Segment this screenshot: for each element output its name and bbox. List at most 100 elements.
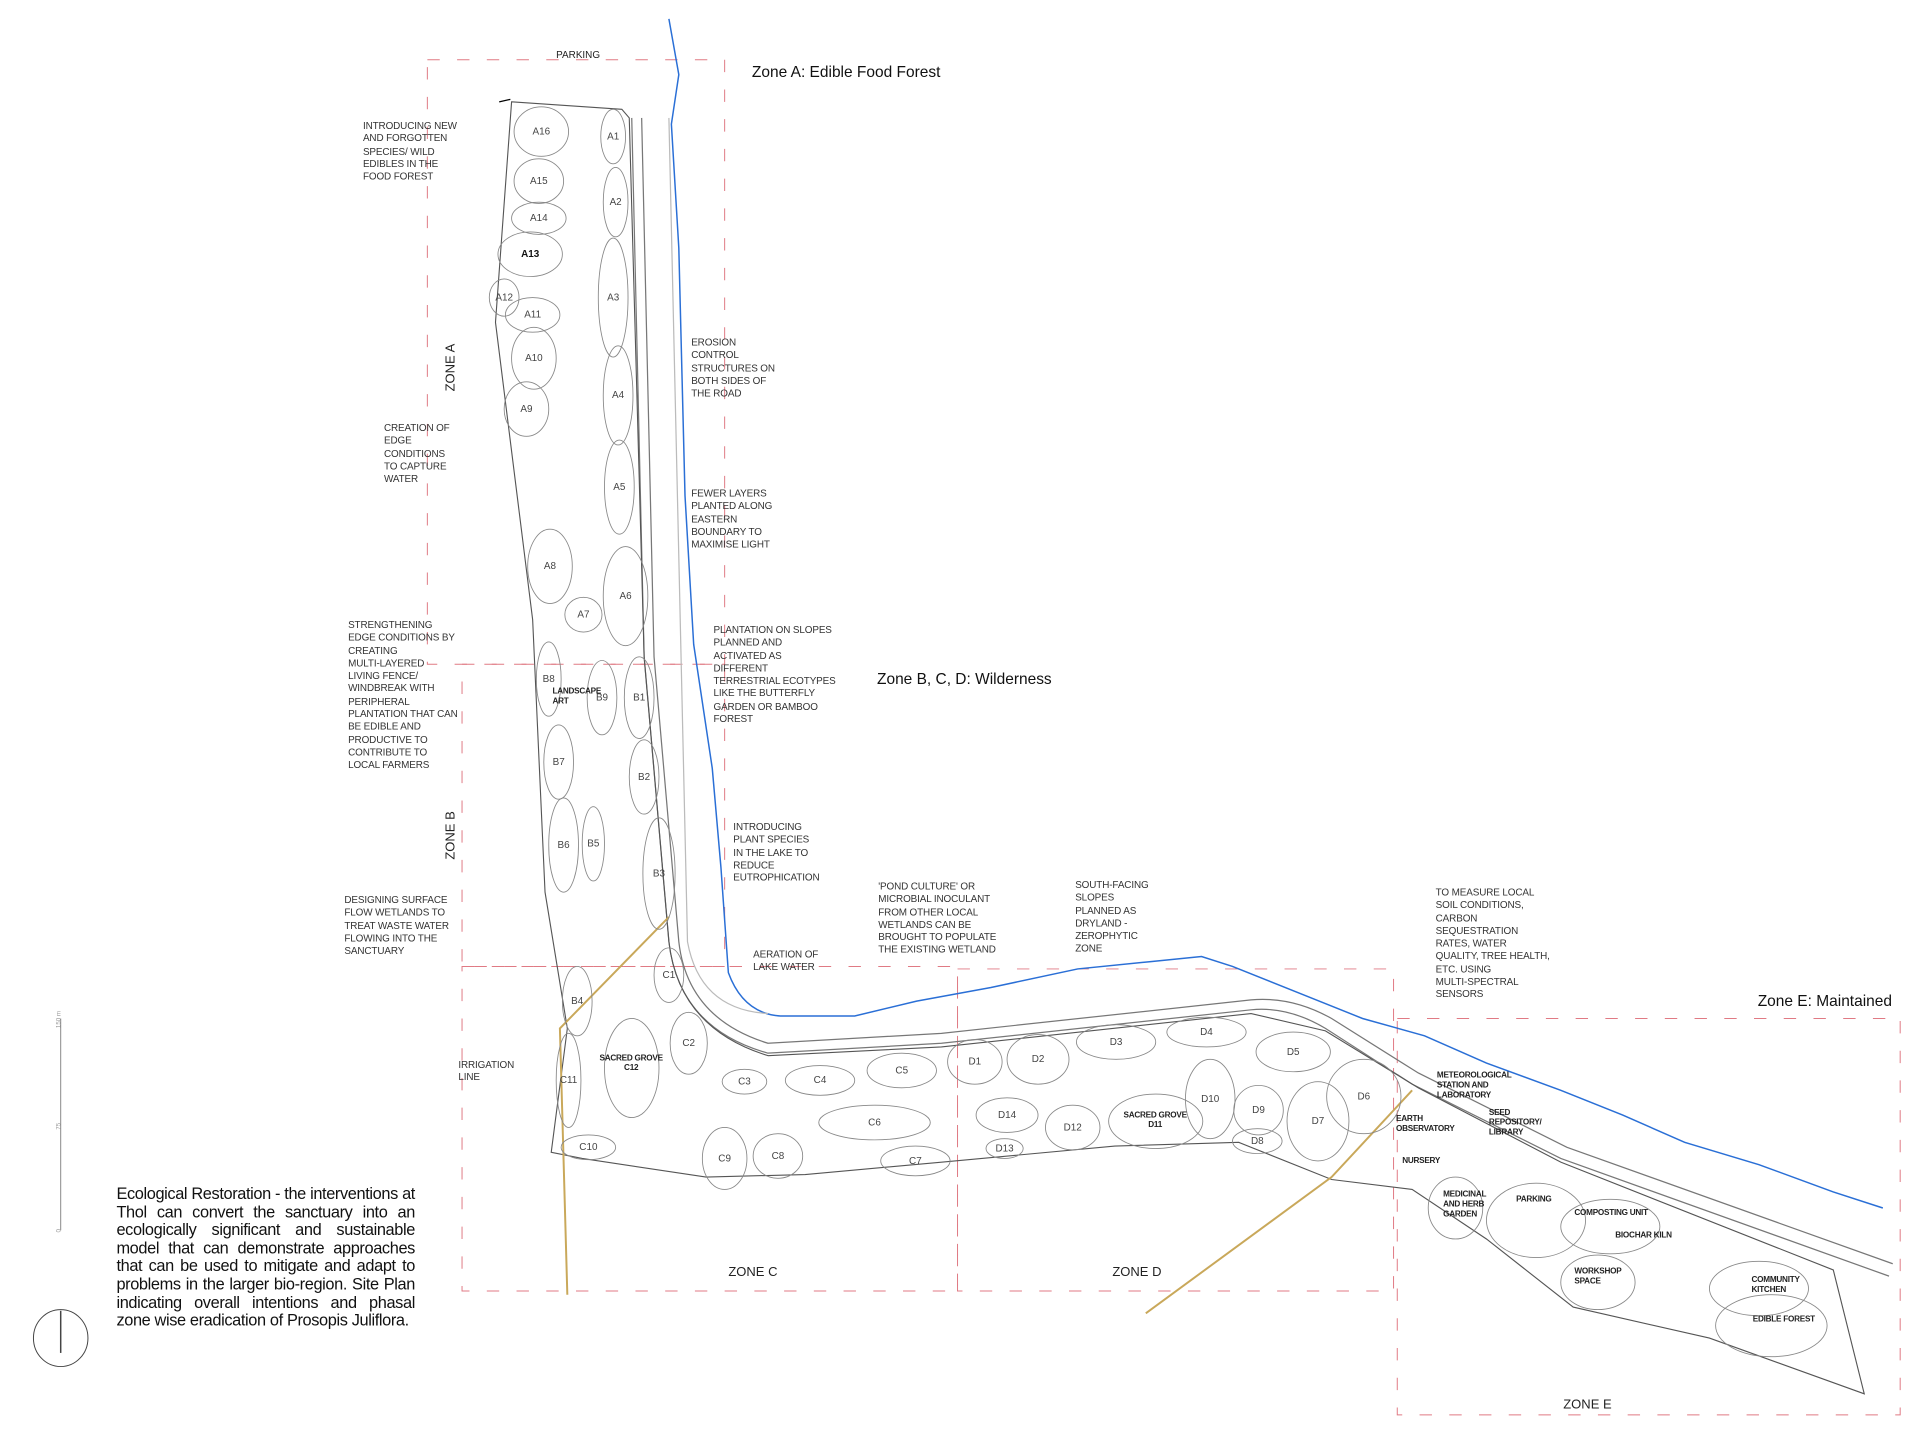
zone-e-heading: Zone E: Maintained xyxy=(1757,992,1892,1010)
annotation-line: PERIPHERAL xyxy=(348,695,410,708)
plot-label: B6 xyxy=(557,839,570,851)
plot-area xyxy=(564,596,603,633)
annotation-line: CREATING xyxy=(348,644,398,657)
annotation-line: ETC. USING xyxy=(1435,963,1492,975)
annotation-line: LIKE THE BUTTERFLY xyxy=(713,688,815,700)
annotation-line: ZONE xyxy=(1075,943,1103,955)
scale-bottom-label: 0 xyxy=(55,1229,64,1233)
zone-d-boundary xyxy=(957,968,1395,1292)
annotation-line: DIFFERENT xyxy=(713,662,768,674)
plot-label: D12 xyxy=(1063,1121,1082,1133)
road-edge-east xyxy=(641,117,1893,1265)
annotation-line: SPECIES/ WILD xyxy=(362,145,435,157)
plot-label: B4 xyxy=(571,995,584,1007)
plot-label: B5 xyxy=(587,837,600,850)
annotation-line: SOUTH-FACING xyxy=(1075,879,1149,891)
plot-label: D6 xyxy=(1357,1090,1371,1102)
area-label-nursery: NURSERY xyxy=(1402,1157,1440,1167)
area-outline xyxy=(1427,1176,1484,1240)
plot-label: D3 xyxy=(1109,1036,1123,1048)
annotation-line: FOOD FOREST xyxy=(362,171,434,183)
area-label-line: SACRED GROVE xyxy=(1123,1111,1188,1120)
plot-label: A3 xyxy=(607,291,620,303)
area-label-line: SPACE xyxy=(1574,1277,1601,1286)
plot-label: A15 xyxy=(530,175,548,187)
plot-area xyxy=(604,439,635,535)
area-label-line: COMPOSTING UNIT xyxy=(1574,1208,1648,1218)
plot-label: A7 xyxy=(577,608,590,620)
lake-edge xyxy=(668,18,1884,1209)
plot-area xyxy=(1286,1081,1350,1162)
annotation-line: IRRIGATION xyxy=(458,1059,515,1071)
plot-label: C9 xyxy=(718,1152,731,1164)
entry-arrow-icon xyxy=(499,98,511,103)
annotation-line: CREATION OF xyxy=(383,422,450,434)
road-verge xyxy=(668,117,769,1015)
annotation-line: LINE xyxy=(458,1071,480,1083)
plot-area xyxy=(535,641,562,717)
annotation-line: CONTROL xyxy=(691,349,739,361)
site-outline xyxy=(494,101,1866,1395)
annotation-line: EUTROPHICATION xyxy=(733,872,820,884)
area-label-line: KITCHEN xyxy=(1751,1285,1787,1295)
plot-label: C5 xyxy=(895,1064,909,1076)
annotation-line: LOCAL FARMERS xyxy=(348,759,430,771)
area-label-line: NURSERY xyxy=(1402,1156,1441,1166)
annotation-line: 'POND CULTURE' OR xyxy=(878,880,975,892)
plot-area xyxy=(600,108,626,165)
annotation-line: EDGE CONDITIONS BY xyxy=(348,632,455,644)
plot-label: D2 xyxy=(1031,1053,1045,1065)
plot-area xyxy=(561,966,593,1037)
plot-area xyxy=(503,381,550,437)
annotation-line: STRENGTHENING xyxy=(348,619,433,631)
annotation-line: FROM OTHER LOCAL xyxy=(878,906,979,918)
annotation-line: TO CAPTURE xyxy=(383,460,447,472)
plot-area xyxy=(818,1104,931,1141)
plot-area xyxy=(513,158,565,204)
plot-label: C11 xyxy=(559,1074,578,1086)
annotation-line: PLANTED ALONG xyxy=(691,500,773,512)
annotation-line: INTRODUCING NEW xyxy=(362,120,457,132)
plot-area xyxy=(1006,1034,1070,1085)
annotation-line: REDUCE xyxy=(733,859,775,871)
plot-label: D10 xyxy=(1201,1093,1220,1105)
zone-e-label: ZONE E xyxy=(1563,1397,1612,1413)
annotation-line: BE EDIBLE AND xyxy=(348,721,421,733)
area-outline xyxy=(604,1018,660,1119)
annotation-line: INTRODUCING xyxy=(733,821,802,833)
area-label-line: PARKING xyxy=(1516,1195,1552,1205)
annotation-line: PLANTATION THAT CAN xyxy=(348,708,458,720)
area-label-line: LANDSCAPE xyxy=(552,687,602,697)
plot-area xyxy=(623,656,655,739)
plot-label: C4 xyxy=(813,1074,827,1086)
annotation-line: PLANNED AS xyxy=(1075,904,1137,917)
annotation-line: CONTRIBUTE TO xyxy=(348,746,428,759)
description-text: Ecological Restoration - the interventio… xyxy=(116,1184,415,1330)
annotation-line: LIVING FENCE/ xyxy=(348,670,419,682)
plot-label: A9 xyxy=(520,403,533,415)
zone-a-label: ZONE A xyxy=(443,343,459,392)
annotation-line: FEWER LAYERS xyxy=(691,488,767,500)
area-label-line: LIBRARY xyxy=(1488,1128,1524,1138)
annotation-line: AERATION OF xyxy=(753,948,819,960)
plot-label: C6 xyxy=(868,1116,881,1128)
plot-area xyxy=(721,1068,768,1095)
area-outline xyxy=(1486,1182,1586,1258)
area-outline xyxy=(1108,1093,1204,1149)
area-outline xyxy=(1708,1260,1809,1317)
plot-area xyxy=(488,278,520,317)
area-outline xyxy=(1560,1198,1661,1255)
plot-label: A13 xyxy=(521,248,540,260)
plot-label: A11 xyxy=(524,309,542,321)
north-arrow-icon xyxy=(32,1309,89,1368)
